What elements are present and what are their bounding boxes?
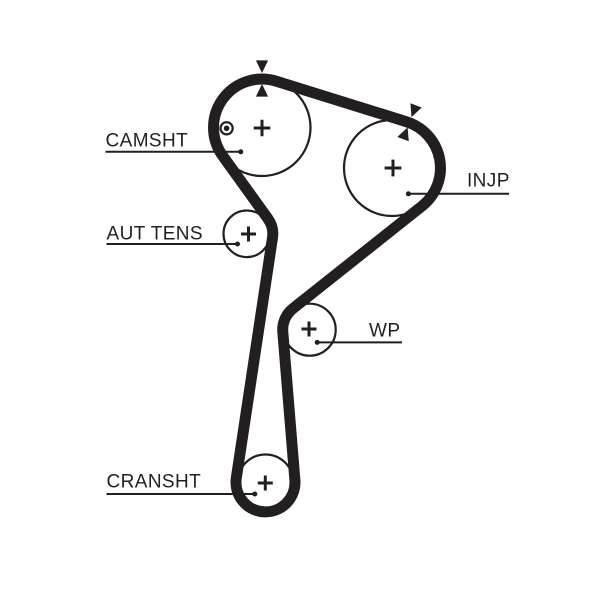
pulley-outlines (212, 77, 442, 512)
timing-mark-arrows (255, 60, 422, 142)
injection-pump-inner-arrow-icon (397, 127, 409, 142)
camshaft-inner-arrow-icon (255, 84, 269, 97)
index-mark-dot-icon (223, 125, 230, 132)
crankshaft-center-cross (257, 475, 273, 491)
injection-pump-leader-dot (405, 191, 411, 197)
auto-tensioner-leader-dot (235, 241, 240, 247)
timing-belt (208, 73, 446, 518)
leader-lines (105, 149, 509, 497)
crankshaft-label: CRANSHT (107, 472, 202, 493)
water-pump-leader-dot (314, 339, 320, 345)
injection-pump-outer-arrow-icon (410, 103, 422, 118)
injection-pump-label: INJP (467, 171, 510, 192)
index-mark-ring-icon (219, 121, 234, 136)
camshaft-index-mark (219, 121, 234, 136)
water-pump-center-cross (301, 321, 317, 337)
camshaft-label: CAMSHT (106, 131, 189, 152)
auto-tensioner-label: AUT TENS (107, 224, 203, 245)
water-pump-label: WP (369, 321, 400, 342)
camshaft-center-cross (253, 119, 271, 137)
pulley-center-crosses (241, 119, 402, 491)
labels: CAMSHT AUT TENS WP INJP CRANSHT (106, 131, 510, 493)
auto-tensioner-center-cross (241, 226, 256, 242)
injection-pump-center-cross (384, 159, 402, 177)
camshaft-leader-dot (238, 149, 244, 155)
crankshaft-leader-dot (252, 491, 258, 497)
camshaft-outer-arrow-icon (255, 60, 269, 73)
